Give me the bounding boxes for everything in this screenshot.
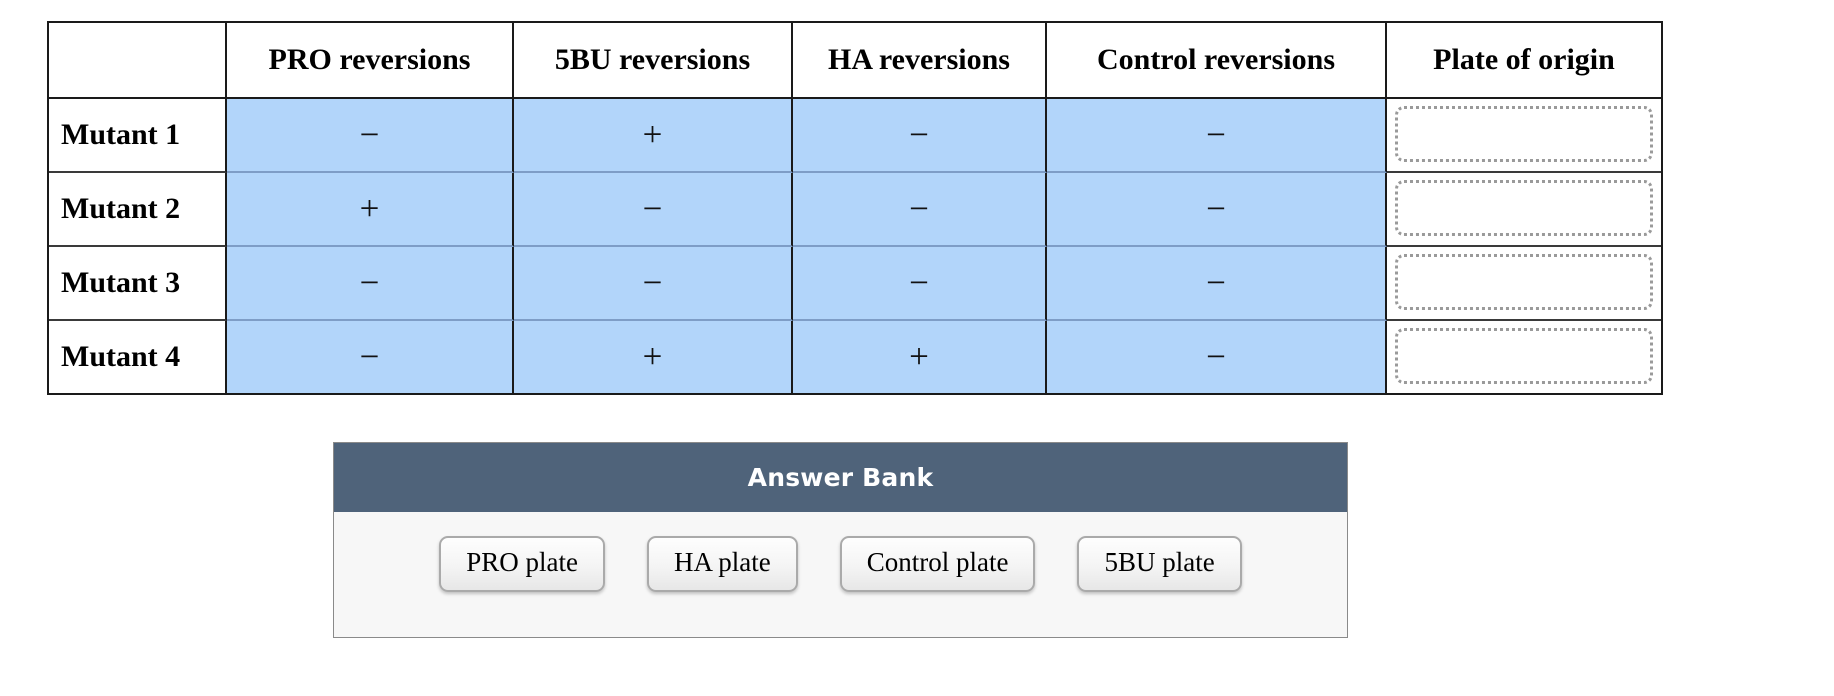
column-header-pro-reversions: PRO reversions [227,23,514,99]
reversion-cell: − [1047,173,1387,247]
column-header-ha-reversions: HA reversions [793,23,1047,99]
answer-bank-body: PRO plate HA plate Control plate 5BU pla… [334,512,1347,637]
table-row-mutant-3: Mutant 3 − − − − [49,247,1661,321]
column-header-control-reversions: Control reversions [1047,23,1387,99]
reversion-cell: − [793,173,1047,247]
reversion-cell: + [793,321,1047,393]
answer-chip-5bu-plate[interactable]: 5BU plate [1077,536,1242,592]
reversion-cell: − [793,99,1047,173]
plate-of-origin-dropzone-mutant-3[interactable] [1395,254,1653,310]
plate-of-origin-dropzone-mutant-1[interactable] [1395,106,1653,162]
reversion-cell: − [1047,321,1387,393]
plate-of-origin-cell [1387,247,1661,321]
reversion-cell: + [514,99,793,173]
reversion-results-table: PRO reversions 5BU reversions HA reversi… [47,21,1663,395]
reversion-cell: + [227,173,514,247]
plate-of-origin-dropzone-mutant-4[interactable] [1395,328,1653,384]
column-header-plate-of-origin: Plate of origin [1387,23,1661,99]
answer-chip-control-plate[interactable]: Control plate [839,536,1036,592]
corner-cell [49,23,227,99]
table-row-mutant-1: Mutant 1 − + − − [49,99,1661,173]
reversion-cell: − [1047,99,1387,173]
reversion-cell: + [514,321,793,393]
header-row: PRO reversions 5BU reversions HA reversi… [49,23,1661,99]
plate-of-origin-cell [1387,173,1661,247]
reversion-cell: − [1047,247,1387,321]
plate-of-origin-dropzone-mutant-2[interactable] [1395,180,1653,236]
plate-of-origin-cell [1387,321,1661,393]
answer-bank: Answer Bank PRO plate HA plate Control p… [333,442,1348,638]
row-label-mutant-4: Mutant 4 [49,321,227,393]
column-header-5bu-reversions: 5BU reversions [514,23,793,99]
answer-bank-title: Answer Bank [334,443,1347,512]
reversion-cell: − [227,99,514,173]
reversion-cell: − [227,321,514,393]
row-label-mutant-2: Mutant 2 [49,173,227,247]
table-row-mutant-4: Mutant 4 − + + − [49,321,1661,393]
answer-chip-ha-plate[interactable]: HA plate [647,536,798,592]
table-row-mutant-2: Mutant 2 + − − − [49,173,1661,247]
plate-of-origin-cell [1387,99,1661,173]
row-label-mutant-1: Mutant 1 [49,99,227,173]
reversion-cell: − [793,247,1047,321]
reversion-cell: − [227,247,514,321]
row-label-mutant-3: Mutant 3 [49,247,227,321]
answer-chip-pro-plate[interactable]: PRO plate [439,536,606,592]
reversion-cell: − [514,247,793,321]
reversion-cell: − [514,173,793,247]
